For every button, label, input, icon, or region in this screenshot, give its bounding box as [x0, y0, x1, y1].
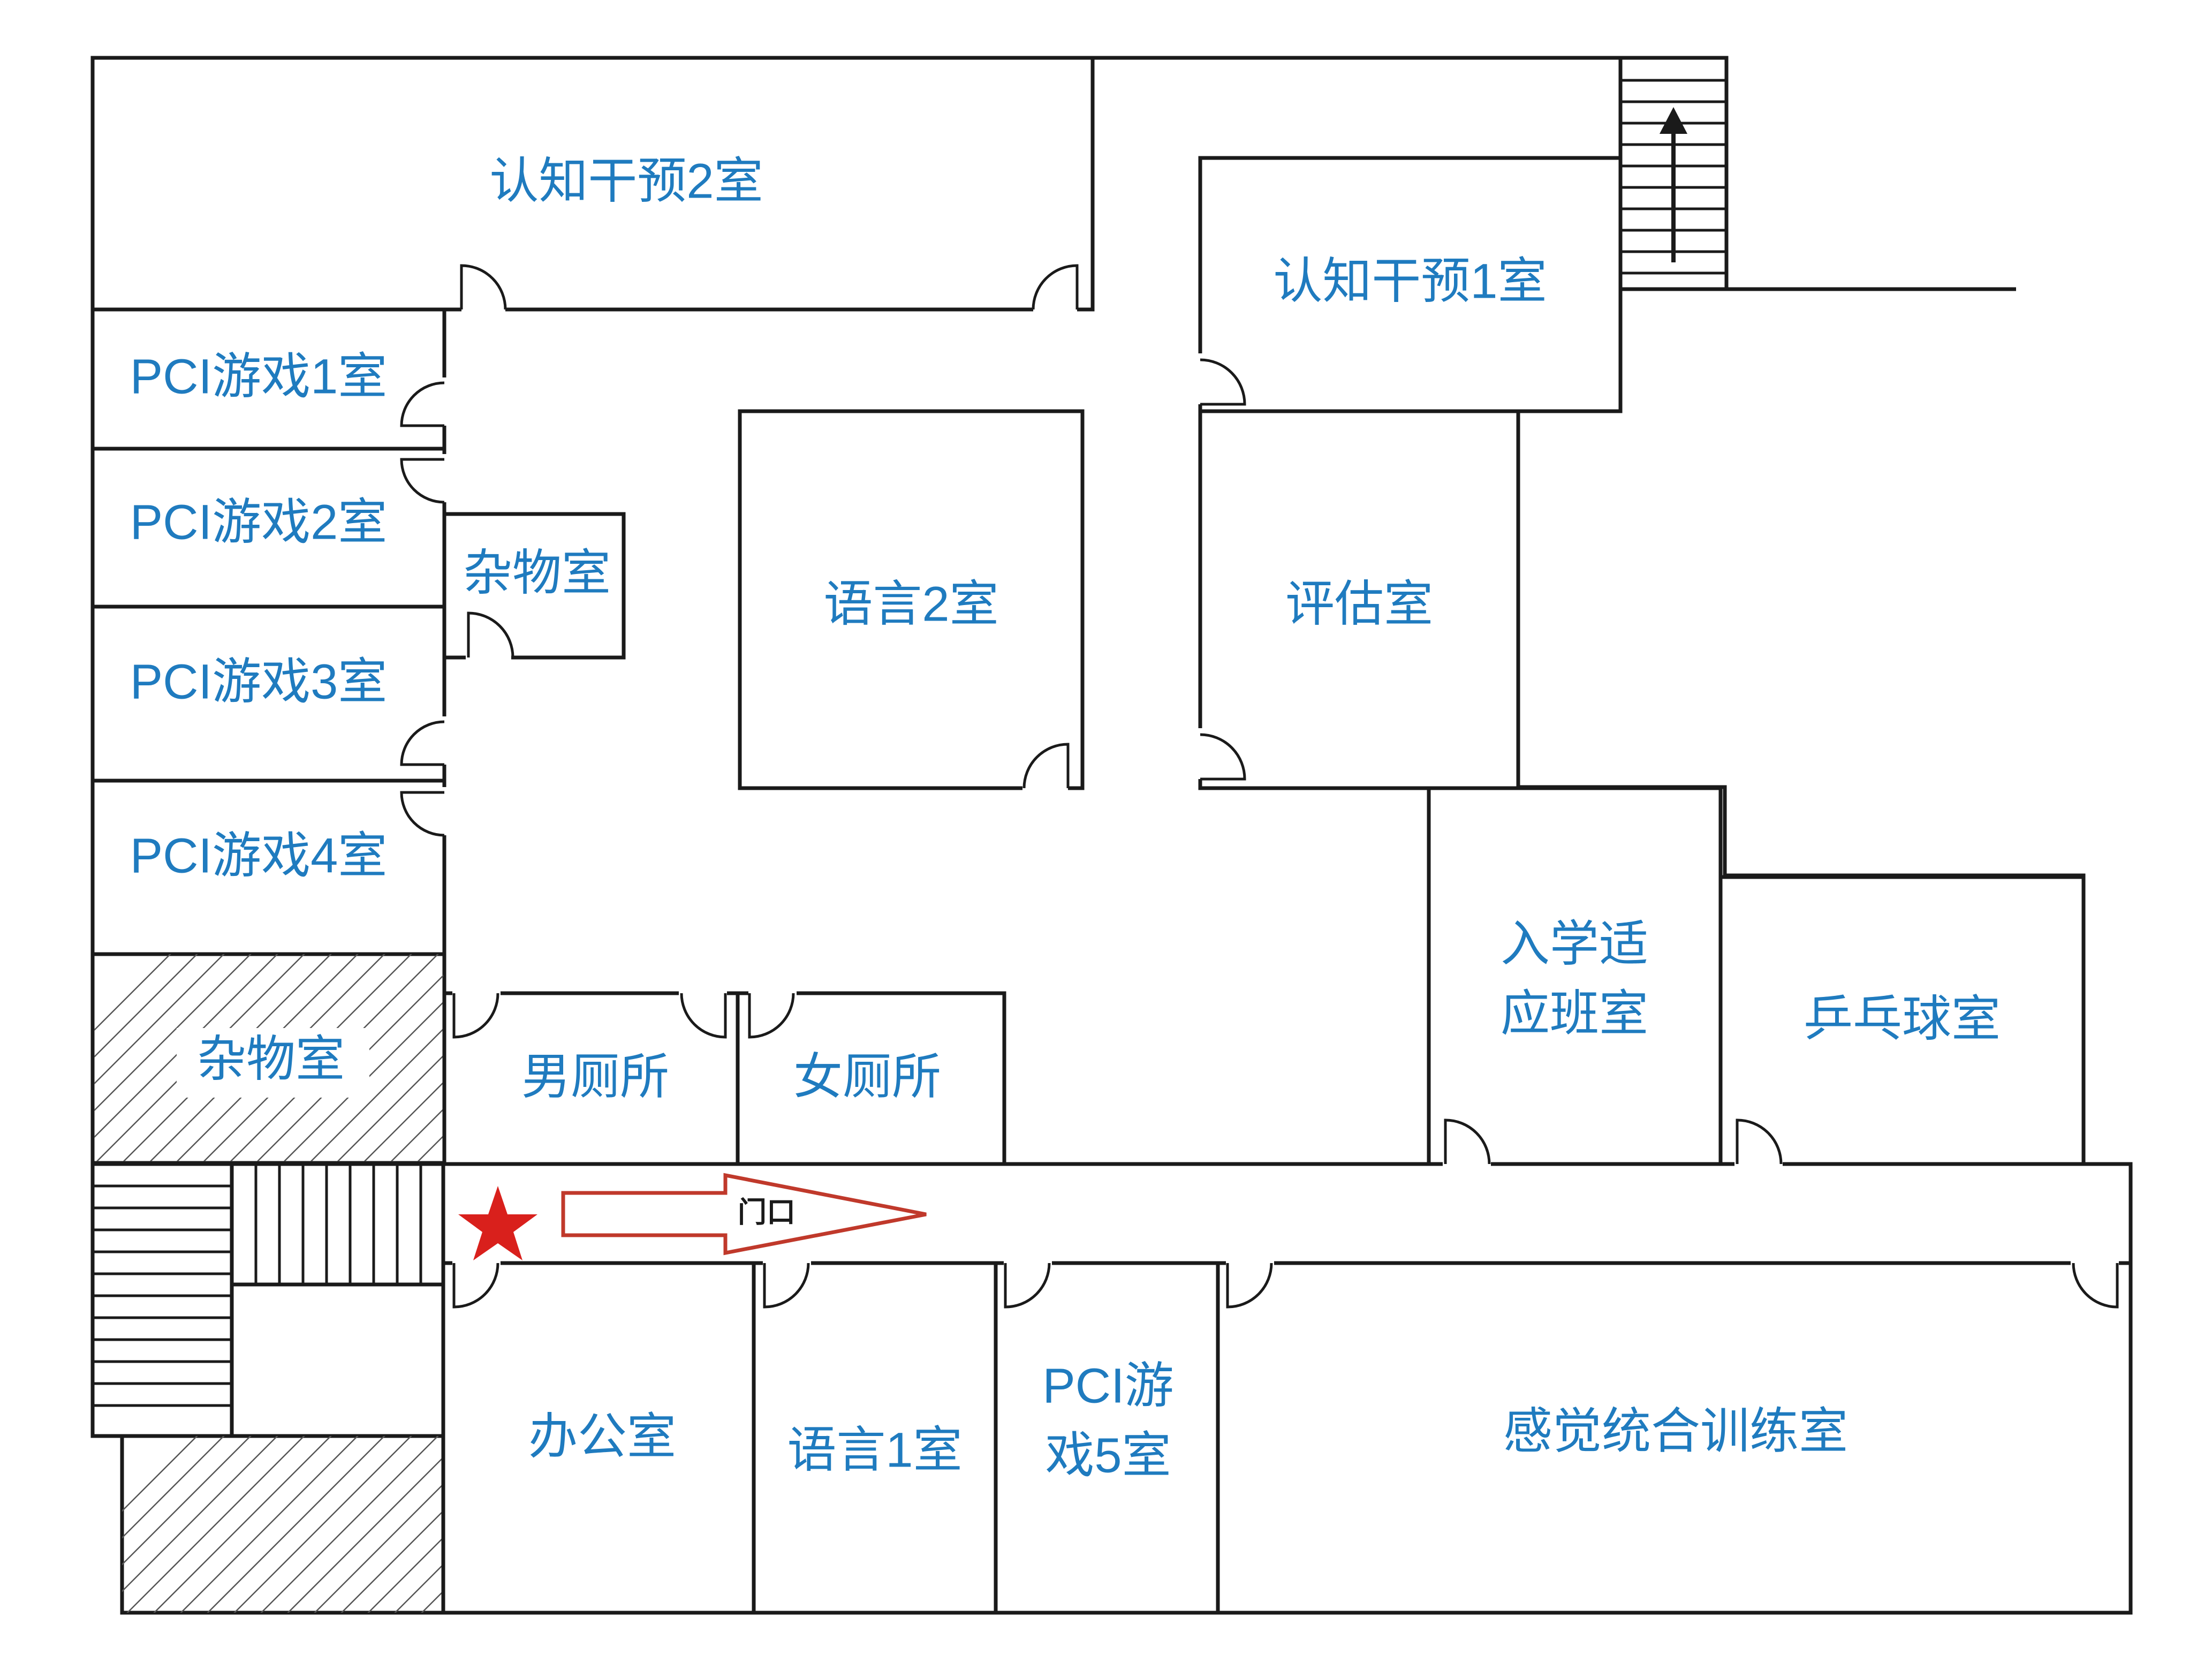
stair-top-right [1618, 56, 1729, 291]
arrow-right-icon [561, 1173, 927, 1256]
room-storage-small-label: 杂物室 [463, 546, 611, 600]
room-pci-5-label-1: PCI游 [1042, 1358, 1173, 1413]
room-storage-small [442, 512, 626, 660]
room-pci-3-label: PCI游戏3室 [130, 654, 388, 709]
room-pci-3 [90, 604, 446, 783]
entrance-arrow: 门口 [561, 1173, 927, 1256]
doors [400, 264, 2119, 1309]
room-womens-toilet-label: 女厕所 [793, 1049, 941, 1104]
room-assessment-label: 评估室 [1285, 577, 1433, 631]
room-pci-2 [90, 447, 446, 609]
entrance-label: 门口 [738, 1196, 796, 1228]
room-cognitive-2-label: 认知干预2室 [489, 154, 763, 208]
room-pci-5 [994, 1261, 1220, 1615]
room-pci-5-label-2: 戏5室 [1045, 1428, 1171, 1483]
room-pci-1 [90, 307, 446, 451]
room-language-2 [738, 409, 1085, 790]
room-cognitive-1-label: 认知干预1室 [1273, 254, 1547, 308]
room-adaptation-label-1: 入学适 [1501, 917, 1648, 971]
arrow-up-icon [1660, 107, 1687, 134]
room-pingpong [1718, 875, 2086, 1166]
stair-bottom-left [90, 1162, 445, 1438]
room-pingpong-label: 乒乓球室 [1804, 992, 2001, 1046]
room-sensory [1216, 1261, 2133, 1615]
room-pci-1-label: PCI游戏1室 [130, 349, 388, 404]
room-language-2-label: 语言2室 [823, 577, 998, 631]
room-mens-toilet [442, 991, 740, 1166]
room-assessment [1198, 409, 1520, 790]
room-mens-toilet-label: 男厕所 [521, 1049, 669, 1104]
room-sensory-label: 感觉统合训练室 [1503, 1404, 1848, 1458]
room-adaptation [1427, 786, 1723, 1166]
star-icon [458, 1186, 537, 1260]
room-storage-large-label: 杂物室 [197, 1032, 345, 1086]
hatched-area-bottom [120, 1434, 445, 1615]
room-language-1-label: 语言1室 [787, 1423, 962, 1477]
room-pci-2-label: PCI游戏2室 [130, 495, 388, 549]
room-office-label: 办公室 [528, 1409, 676, 1464]
room-pci-4-label: PCI游戏4室 [130, 828, 388, 883]
room-cognitive-2 [90, 56, 1095, 312]
room-office [441, 1261, 756, 1615]
room-adaptation-label-2: 应班室 [1501, 986, 1648, 1041]
